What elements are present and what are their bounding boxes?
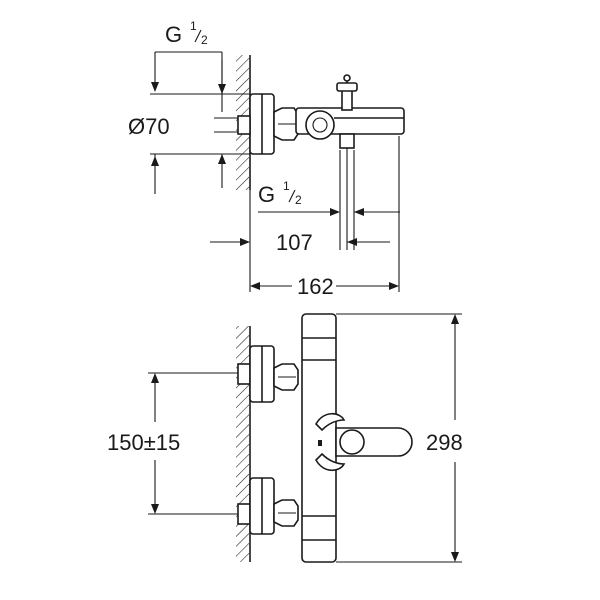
side-hex-nut <box>273 107 299 141</box>
side-diverter <box>336 74 358 111</box>
front-connection-upper <box>237 345 299 403</box>
thread-top-label: G <box>165 22 182 47</box>
dim-diameter: Ø70 <box>128 60 250 194</box>
thread-top-sub: 2 <box>201 33 208 47</box>
thread-mid-label: G <box>258 182 275 207</box>
height-label: 298 <box>426 430 463 455</box>
side-body <box>295 107 405 140</box>
thread-mid-sup: 1 <box>283 179 290 193</box>
front-lever <box>315 412 413 472</box>
spacing-label: 150±15 <box>107 430 180 455</box>
side-spout <box>339 133 355 250</box>
side-rosette <box>237 93 275 155</box>
dim-107: 107 <box>210 190 390 292</box>
dim-298: 298 <box>336 313 463 563</box>
depth-107-label: 107 <box>276 230 313 255</box>
front-wall <box>236 326 251 562</box>
thread-top-sup: 1 <box>190 19 197 33</box>
dim-spacing: 150±15 <box>107 372 238 515</box>
side-view: G 1 2 Ø70 G 1 2 <box>128 19 405 299</box>
thread-mid-sub: 2 <box>295 193 302 207</box>
front-body <box>301 313 337 563</box>
front-connection-lower <box>237 477 299 535</box>
front-view: 150±15 298 <box>107 313 463 563</box>
dim-162: 162 <box>250 136 400 299</box>
dim-thread-mid: G 1 2 <box>258 150 400 250</box>
depth-162-label: 162 <box>297 274 334 299</box>
dim-thread-top: G 1 2 <box>151 19 238 133</box>
diameter-label: Ø70 <box>128 114 170 139</box>
